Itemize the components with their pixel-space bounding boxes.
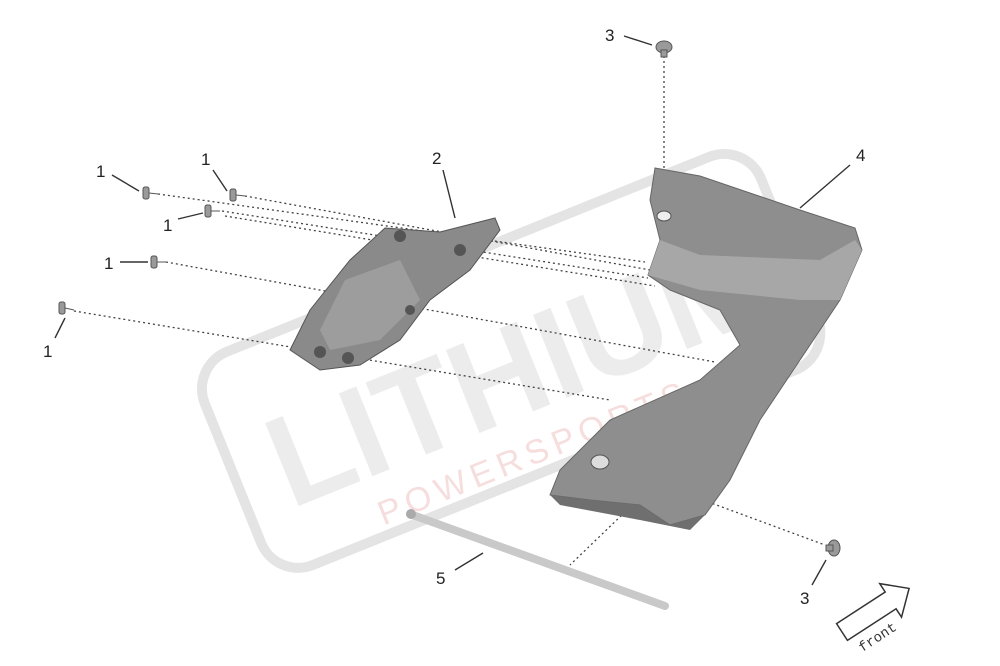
callout-5: 5 (436, 569, 445, 588)
bolt-3-bottom (825, 539, 841, 557)
callout-1c: 1 (163, 216, 172, 235)
callout-1a: 1 (96, 162, 105, 181)
callout-1e: 1 (43, 342, 52, 361)
callout-2: 2 (432, 149, 441, 168)
callout-1b: 1 (201, 150, 210, 169)
rod-part (406, 509, 669, 610)
screw-1b (229, 188, 246, 202)
callout-3-bottom: 3 (800, 589, 809, 608)
bracket-part (289, 217, 501, 371)
bolt-3-top (655, 40, 673, 58)
screw-1c (204, 204, 220, 218)
screw-1d (150, 255, 166, 269)
callout-4: 4 (856, 146, 865, 165)
screw-1a (142, 186, 159, 200)
callout-3-top: 3 (605, 26, 614, 45)
leader-lines (54, 35, 851, 586)
arrow-right-icon (835, 582, 911, 642)
side-cover-part (549, 167, 863, 530)
callout-1d: 1 (104, 254, 113, 273)
screw-1e (58, 301, 75, 315)
screws (58, 40, 841, 557)
front-direction-arrow: front (835, 582, 911, 656)
